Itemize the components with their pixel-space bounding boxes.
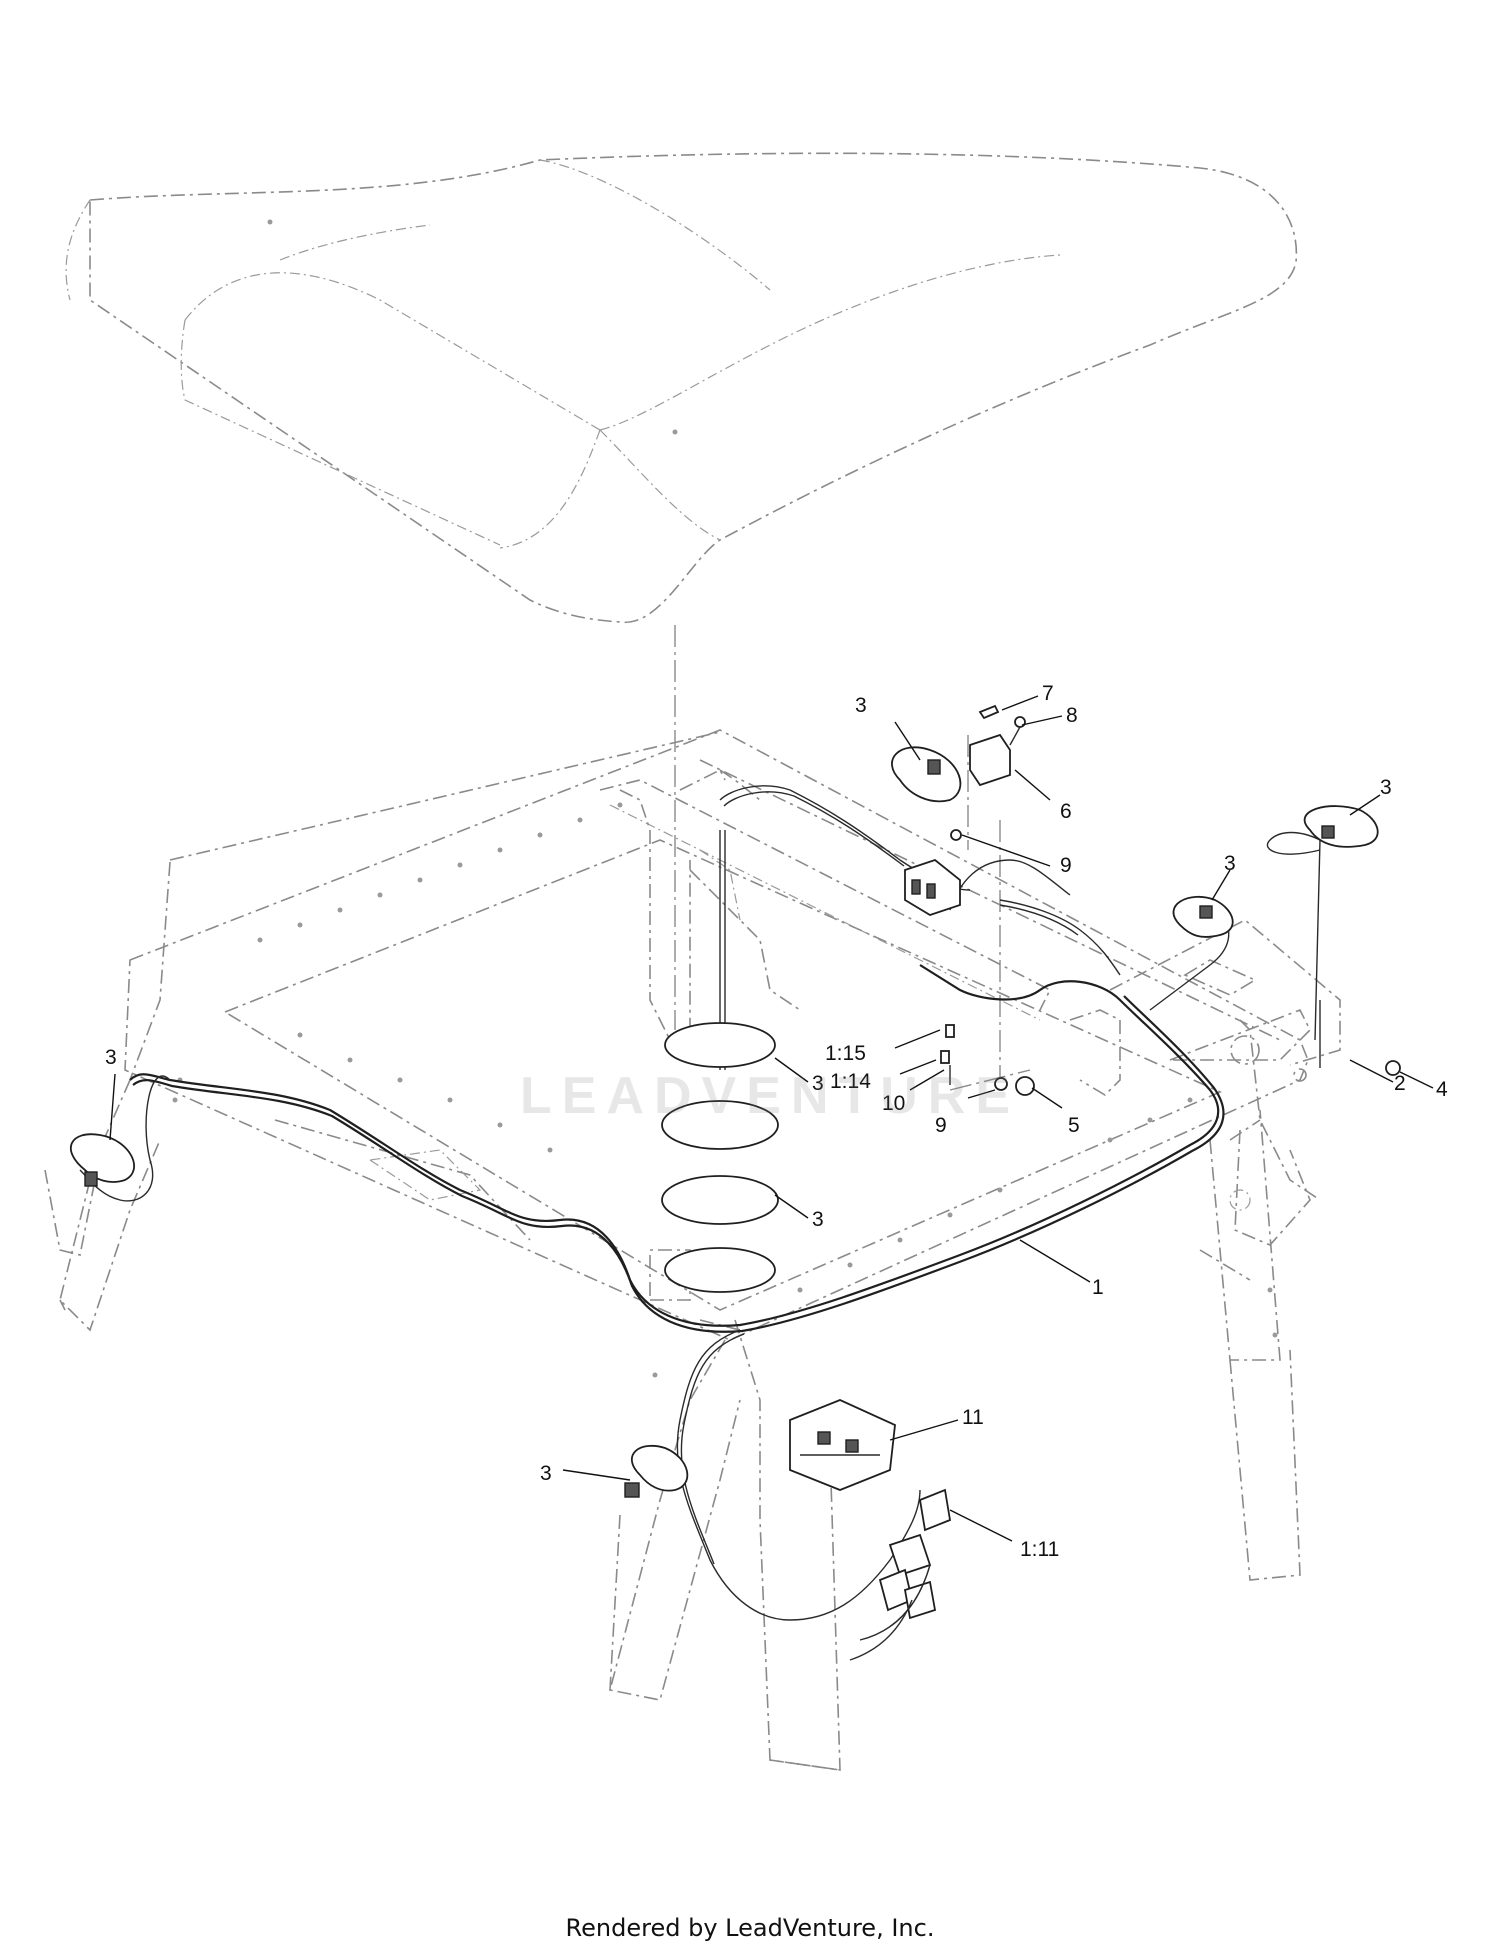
callout-2: 2: [1394, 1072, 1406, 1095]
callout-4: 4: [1436, 1078, 1448, 1101]
callout-3: 3: [812, 1208, 824, 1231]
callout-1-15: 1:15: [825, 1042, 866, 1065]
connector-plug: [849, 1488, 952, 1661]
callout-3: 3: [855, 694, 867, 717]
callout-9: 9: [935, 1114, 947, 1137]
seat-frame-outline: [44, 729, 1341, 1771]
switch-pad: [789, 1399, 896, 1491]
callout-5: 5: [1068, 1114, 1080, 1137]
callout-1-11: 1:11: [1020, 1538, 1059, 1561]
callout-3: 3: [1380, 776, 1392, 799]
footer-credit: Rendered by LeadVenture, Inc.: [565, 1914, 935, 1942]
seat-switch-assembly: [904, 704, 1401, 1096]
callout-7: 7: [1042, 682, 1054, 705]
callout-labels: 7 8 3 6 9 3 3 4 1:15 1:14 3 10 2 9 5 3 3…: [105, 682, 1448, 1561]
wiring-harness: [79, 785, 1321, 1621]
callout-6: 6: [1060, 800, 1072, 823]
watermark: LEADVENTURE: [519, 1067, 1021, 1125]
callout-3: 3: [105, 1046, 117, 1069]
callout-3: 3: [540, 1462, 552, 1485]
callout-3: 3: [1224, 852, 1236, 875]
callout-10: 10: [882, 1092, 905, 1115]
tie-strap-loops: [69, 746, 1379, 1498]
callout-11: 11: [962, 1406, 984, 1429]
assembly-axis-lines: [674, 625, 1031, 1091]
callout-1: 1: [1092, 1276, 1104, 1299]
callout-8: 8: [1066, 704, 1078, 727]
seat-outline: [65, 152, 1298, 623]
callout-leaders: [109, 695, 1434, 1542]
callout-1-14: 1:14: [830, 1070, 871, 1093]
callout-3: 3: [812, 1072, 824, 1095]
callout-9: 9: [1060, 854, 1072, 877]
